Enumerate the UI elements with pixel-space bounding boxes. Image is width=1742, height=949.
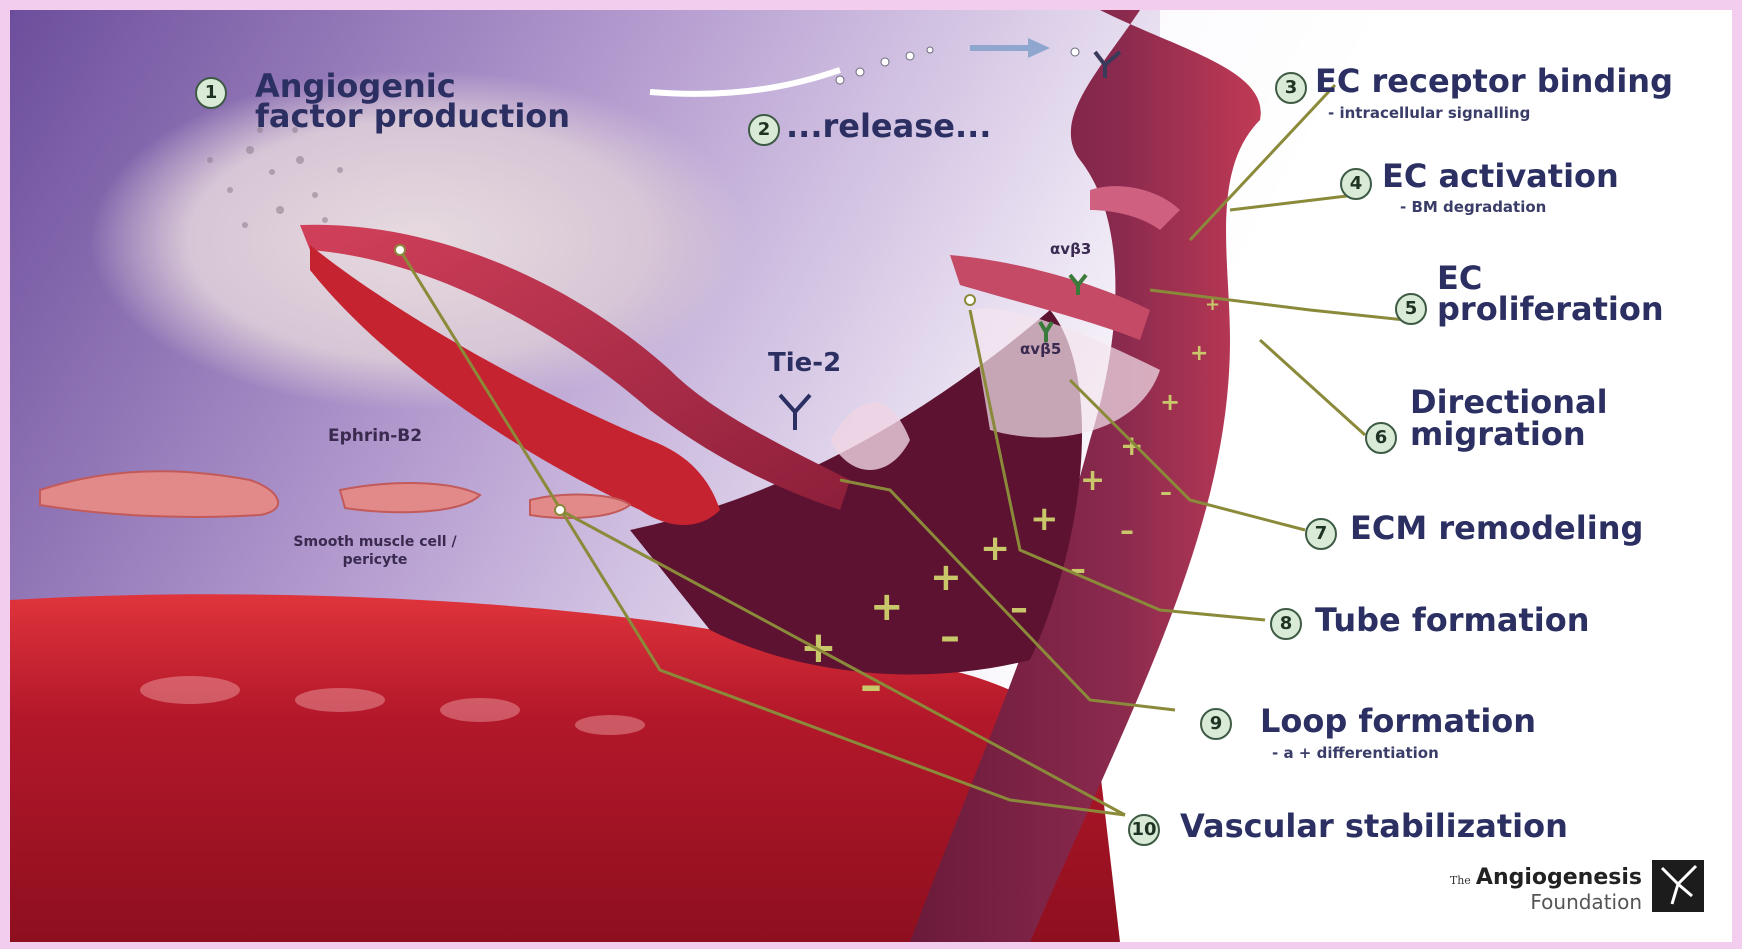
step-6-number: 6 [1365,422,1397,454]
step-2-label: ...release... [786,110,991,142]
logo-org: Foundation [1450,890,1642,914]
step-3-label: EC receptor binding [1315,65,1673,97]
step-1-label-line2: factor production [255,100,570,132]
foundation-logo-icon [1652,860,1704,912]
svg-text:+: + [870,584,904,630]
step-5-number: 5 [1395,293,1427,325]
step-9-label: Loop formation [1260,705,1536,737]
foundation-logo: The Angiogenesis Foundation [1450,865,1642,914]
svg-text:–: – [860,660,882,711]
smc-label-line2: pericyte [275,552,475,568]
step-4-number: 4 [1340,168,1372,200]
svg-text:–: – [940,614,960,660]
svg-text:–: – [1010,588,1028,629]
avb5-label: αvβ5 [1020,340,1061,358]
step-10-label: Vascular stabilization [1180,810,1568,842]
logo-name: Angiogenesis [1476,865,1642,890]
svg-text:+: + [1030,499,1059,539]
step-1-number: 1 [195,77,227,109]
step-9-sublabel: - a + differentiation [1272,744,1439,762]
step-7-label: ECM remodeling [1350,512,1643,544]
svg-text:+: + [800,622,837,673]
svg-text:–: – [1070,550,1086,588]
svg-text:+: + [980,528,1010,569]
step-3-sublabel: - intracellular signalling [1328,104,1530,122]
svg-text:+: + [1160,388,1180,416]
step-4-sublabel: - BM degradation [1400,198,1546,216]
diagram-illustration: + + + + + + + + + + – – – – – – [10,10,1732,942]
step-6-label-line1: Directional [1410,386,1608,418]
step-2-number: 2 [748,114,780,146]
smc-label-line1: Smooth muscle cell / [275,534,475,550]
ephrin-label: Ephrin-B2 [328,426,422,446]
angiogenesis-diagram: + + + + + + + + + + – – – – – – [10,10,1732,942]
tie2-label: Tie-2 [768,348,841,378]
step-7-number: 7 [1305,518,1337,550]
step-5-label-line2: proliferation [1437,293,1664,325]
step-3-number: 3 [1275,72,1307,104]
step-8-label: Tube formation [1315,604,1590,636]
step-9-number: 9 [1200,708,1232,740]
avb3-label: αvβ3 [1050,240,1091,258]
svg-text:+: + [1080,463,1105,498]
step-4-label: EC activation [1382,160,1619,192]
step-6-label-line2: migration [1410,418,1586,450]
logo-prefix: The [1450,874,1471,887]
step-8-number: 8 [1270,608,1302,640]
svg-text:+: + [1190,341,1208,366]
step-10-number: 10 [1128,814,1160,846]
svg-text:–: – [1120,514,1134,547]
